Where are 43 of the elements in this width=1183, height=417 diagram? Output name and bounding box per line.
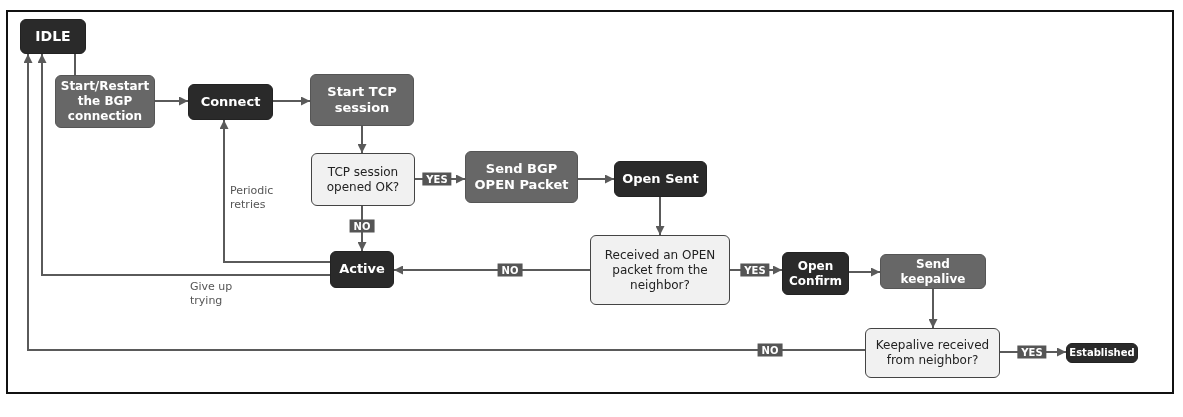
arrow bbox=[23, 53, 866, 351]
node-label: Send keepalive bbox=[899, 256, 967, 287]
arrow bbox=[357, 125, 367, 154]
node-label: Active bbox=[339, 261, 385, 278]
node-label: Connect bbox=[200, 93, 261, 111]
arrow bbox=[272, 96, 311, 106]
node-label: IDLE bbox=[35, 27, 71, 46]
edge-label: NO bbox=[757, 343, 783, 357]
node-label: Start TCP session bbox=[326, 83, 398, 117]
edge-note: Give up trying bbox=[190, 280, 234, 309]
decision-box bbox=[590, 235, 730, 305]
state-box bbox=[614, 161, 707, 197]
node-label: Send BGP OPEN Packet bbox=[473, 160, 570, 194]
node-label: Keepalive received from neighbor? bbox=[874, 338, 991, 368]
edge-note: Periodic retries bbox=[230, 184, 275, 213]
node-label: Open Confirm bbox=[788, 258, 843, 289]
process-box bbox=[465, 151, 578, 203]
state-box bbox=[20, 19, 86, 54]
edge-label: NO bbox=[497, 263, 523, 277]
state-box bbox=[330, 251, 394, 288]
arrow bbox=[219, 119, 331, 263]
process-box bbox=[880, 254, 986, 289]
arrow bbox=[848, 267, 881, 277]
node-label: Received an OPEN packet from the neighbor? bbox=[603, 247, 717, 293]
node-label: TCP session opened OK? bbox=[325, 164, 401, 195]
decision-box bbox=[311, 153, 415, 206]
node-label: Start/Restart the BGP connection bbox=[60, 79, 150, 124]
arrow bbox=[393, 265, 591, 275]
node-label: Established bbox=[1069, 346, 1135, 360]
node-label: Open Sent bbox=[622, 170, 699, 188]
arrow bbox=[577, 174, 615, 184]
edge-label: YES bbox=[740, 263, 770, 277]
edge-label: YES bbox=[1017, 345, 1047, 359]
arrow bbox=[655, 196, 665, 236]
state-box bbox=[188, 84, 273, 120]
arrow bbox=[928, 288, 938, 329]
arrow bbox=[154, 96, 189, 106]
edge-label: YES bbox=[422, 172, 452, 186]
state-box bbox=[782, 252, 849, 295]
decision-box bbox=[865, 328, 1000, 378]
arrow bbox=[37, 53, 331, 276]
edge-label: NO bbox=[349, 219, 375, 233]
process-box bbox=[310, 74, 414, 126]
